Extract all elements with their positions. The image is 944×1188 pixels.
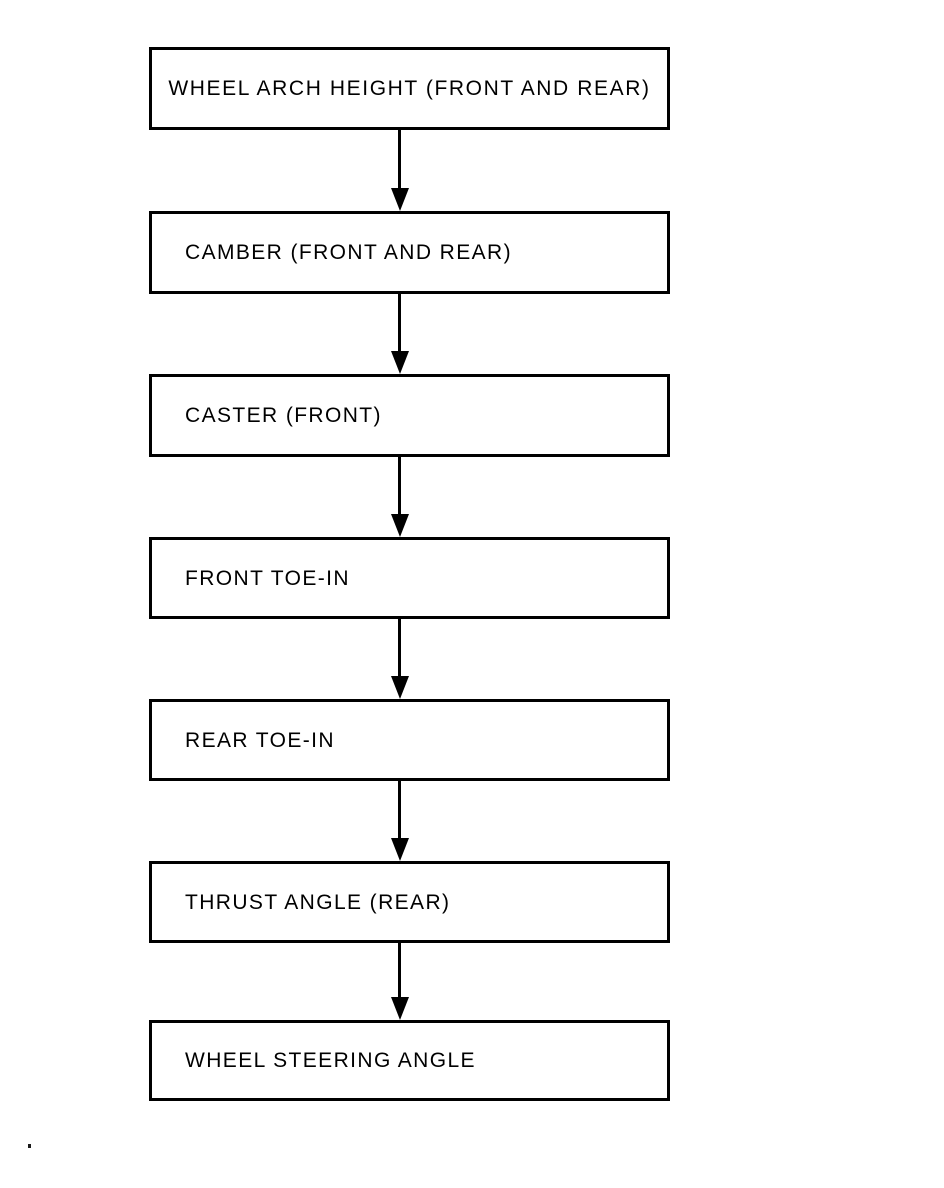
flow-node-label: FRONT TOE-IN [185, 566, 350, 590]
flow-connector-arrow [390, 457, 410, 537]
flow-node-label: WHEEL STEERING ANGLE [185, 1049, 476, 1072]
flow-connector-arrow [390, 294, 410, 374]
flow-node-camber: CAMBER (FRONT AND REAR) [149, 211, 670, 294]
flow-connector-arrow [390, 130, 410, 211]
arrow-shaft [398, 781, 401, 838]
arrow-shaft [398, 294, 401, 351]
flow-node-label: WHEEL ARCH HEIGHT (FRONT AND REAR) [168, 77, 651, 100]
flow-connector-arrow [390, 619, 410, 699]
flow-node-label: REAR TOE-IN [185, 728, 335, 752]
arrow-head-down-icon [391, 514, 409, 537]
flow-node-front-toe-in: FRONT TOE-IN [149, 537, 670, 619]
scan-artifact-speck [28, 1144, 31, 1148]
arrow-shaft [398, 457, 401, 514]
arrow-shaft [398, 130, 401, 188]
arrow-head-down-icon [391, 997, 409, 1020]
arrow-shaft [398, 943, 401, 997]
flow-node-wheel-steering-angle: WHEEL STEERING ANGLE [149, 1020, 670, 1101]
arrow-head-down-icon [391, 188, 409, 211]
flow-connector-arrow [390, 943, 410, 1020]
flow-node-thrust-angle: THRUST ANGLE (REAR) [149, 861, 670, 943]
arrow-head-down-icon [391, 351, 409, 374]
flow-node-caster: CASTER (FRONT) [149, 374, 670, 457]
arrow-head-down-icon [391, 676, 409, 699]
flow-node-rear-toe-in: REAR TOE-IN [149, 699, 670, 781]
flow-node-label: CASTER (FRONT) [185, 404, 382, 427]
flow-node-label: CAMBER (FRONT AND REAR) [185, 241, 512, 264]
flow-connector-arrow [390, 781, 410, 861]
arrow-shaft [398, 619, 401, 676]
flow-node-label: THRUST ANGLE (REAR) [185, 890, 451, 914]
arrow-head-down-icon [391, 838, 409, 861]
flow-node-wheel-arch-height: WHEEL ARCH HEIGHT (FRONT AND REAR) [149, 47, 670, 130]
